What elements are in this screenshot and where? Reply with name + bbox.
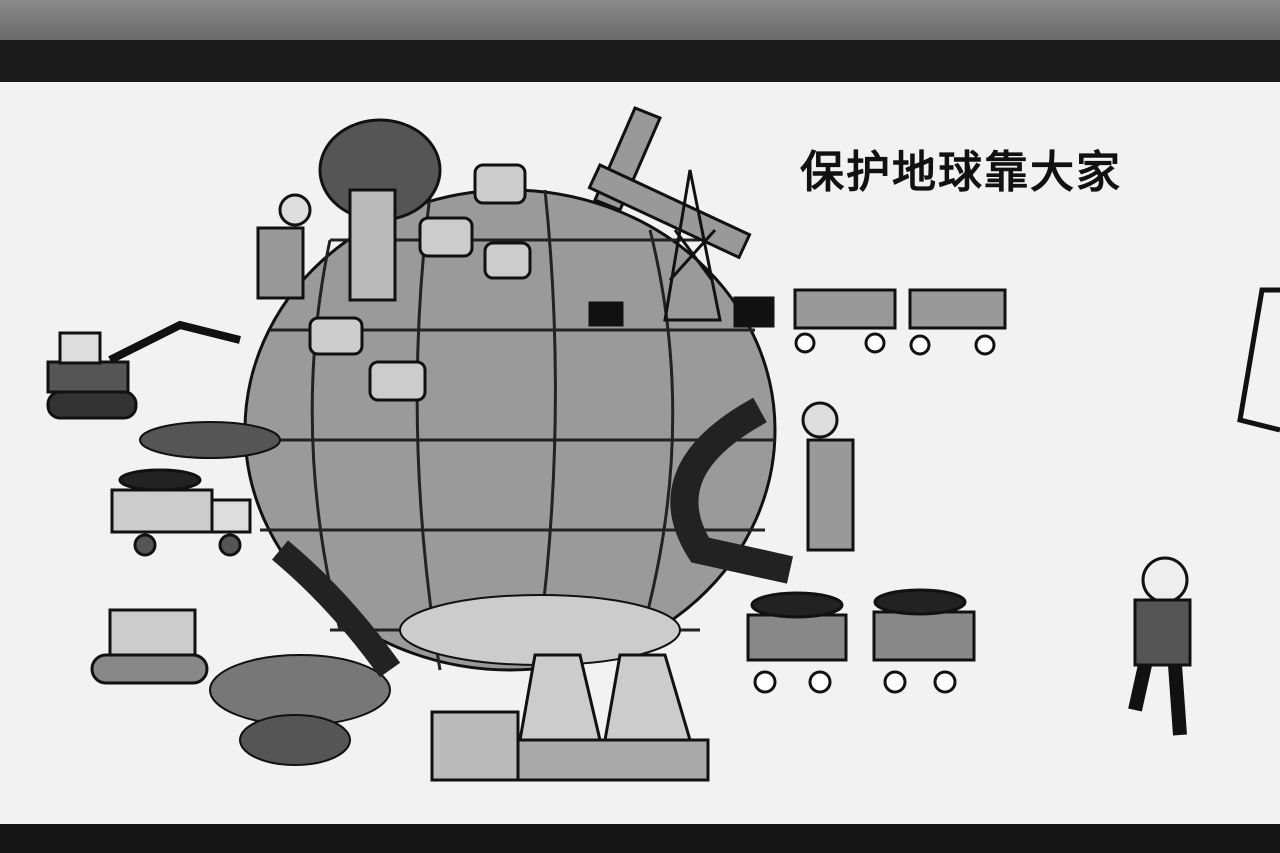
workers [256,193,855,552]
tree-stumps [308,163,532,402]
excavator [46,320,241,420]
bulldozer [90,608,209,685]
smoke-clouds [139,397,794,766]
power-plant [430,653,710,782]
wall-top [0,0,1280,40]
oil-pump [587,106,775,328]
tree [318,118,442,302]
frame-bottom [0,824,1280,853]
frame-top [0,40,1280,82]
edge-structure [1237,287,1280,433]
coal-carts [746,588,976,694]
mural-slogan: 保护地球靠大家 [800,147,1122,198]
tanker-cars [793,288,1007,356]
dump-truck [110,468,252,557]
child [1128,556,1192,736]
